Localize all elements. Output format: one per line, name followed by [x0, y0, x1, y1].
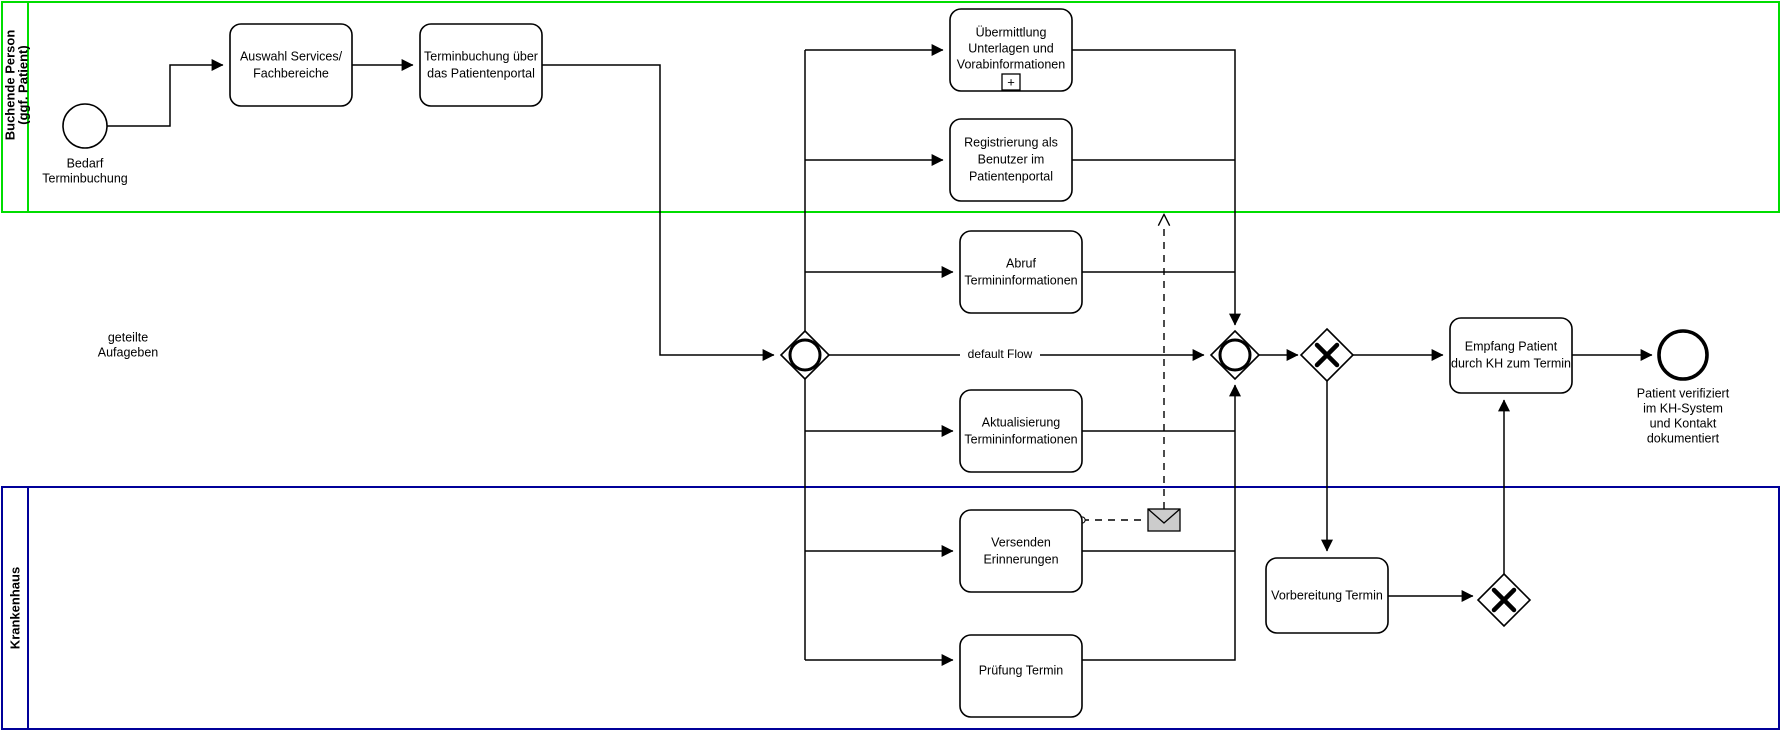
annotation-geteilte-aufgaben: geteilte Aufageben	[98, 330, 159, 359]
gateway-event-based-merge-diamond	[1209, 329, 1261, 381]
task-vorbereitung-termin[interactable]: Vorbereitung Termin	[1265, 557, 1389, 634]
task-terminbuchung-portal[interactable]: Terminbuchung über das Patientenportal	[419, 23, 543, 107]
exclusive-gateway-x-icon	[1314, 342, 1340, 368]
task-pruefung-termin-label: Prüfung Termin	[979, 663, 1064, 677]
task-uebermittlung-unterlagen-label-line2: Unterlagen und	[968, 41, 1054, 55]
task-registrierung-benutzer-label-line2: Benutzer im	[978, 152, 1045, 166]
task-pruefung-termin[interactable]: Prüfung Termin	[959, 634, 1083, 718]
task-vorbereitung-termin-box	[1265, 557, 1389, 634]
task-versenden-erinnerungen-label-line1: Versenden	[991, 535, 1051, 549]
end-patient-verifiziert[interactable]: Patient verifiziert im KH-System und Kon…	[1637, 329, 1730, 445]
gateway-event-based-split-diamond	[779, 329, 831, 381]
lane-krankenhaus-label: Krankenhaus	[7, 567, 22, 649]
lane-buchende-person-label-line1: Buchende Person	[2, 30, 17, 141]
task-pruefung-termin-box	[959, 634, 1083, 718]
annotation-line1: geteilte	[108, 330, 148, 344]
start-event-circle	[62, 103, 108, 149]
flow-label-default-text: default Flow	[968, 347, 1033, 361]
lane-krankenhaus-header	[1, 486, 29, 730]
lane-buchende-person-label-line2: (ggf. Patient)	[15, 45, 30, 124]
task-abruf-termininformationen-box	[959, 230, 1083, 314]
lane-buchende-person-header	[1, 1, 29, 213]
end-event-label-line4: dokumentiert	[1647, 431, 1720, 445]
end-event-label-line3: und Kontakt	[1650, 416, 1717, 430]
task-aktualisierung-termininformationen[interactable]: Aktualisierung Termininformationen	[959, 389, 1083, 473]
task-auswahl-services-label-line2: Fachbereiche	[253, 66, 329, 80]
event-based-gateway-icon	[1218, 338, 1252, 372]
end-event-circle	[1657, 329, 1709, 381]
start-event-label-line2: Terminbuchung	[42, 171, 128, 185]
task-aktualisierung-termininformationen-label-line2: Termininformationen	[964, 432, 1077, 446]
task-aktualisierung-termininformationen-label-line1: Aktualisierung	[982, 415, 1061, 429]
flow-collector-upper[interactable]	[1072, 49, 1241, 326]
gateway-xor-split[interactable]	[1299, 327, 1355, 383]
flow-collector-lower[interactable]	[1082, 384, 1241, 661]
task-vorbereitung-termin-label: Vorbereitung Termin	[1271, 588, 1383, 602]
gateway-event-based-merge[interactable]	[1209, 329, 1261, 381]
message-flow-layer	[1078, 215, 1181, 532]
flow-start-to-auswahl[interactable]	[107, 59, 224, 127]
task-versenden-erinnerungen[interactable]: Versenden Erinnerungen	[959, 509, 1083, 593]
task-empfang-patient-label-line1: Empfang Patient	[1465, 339, 1558, 353]
task-aktualisierung-termininformationen-box	[959, 389, 1083, 473]
task-registrierung-benutzer[interactable]: Registrierung als Benutzer im Patientenp…	[949, 118, 1073, 202]
flow-label-default: default Flow	[960, 347, 1040, 363]
task-abruf-termininformationen[interactable]: Abruf Termininformationen	[959, 230, 1083, 314]
task-auswahl-services-label-line1: Auswahl Services/	[240, 49, 343, 63]
task-empfang-patient[interactable]: Empfang Patient durch KH zum Termin	[1449, 317, 1573, 394]
task-uebermittlung-unterlagen-box	[949, 8, 1073, 92]
task-terminbuchung-portal-label-line2: das Patientenportal	[427, 66, 535, 80]
start-event-label-line1: Bedarf	[67, 156, 104, 170]
task-registrierung-benutzer-box	[949, 118, 1073, 202]
task-terminbuchung-portal-box	[419, 23, 543, 107]
end-event-label-line2: im KH-System	[1643, 401, 1723, 415]
task-abruf-termininformationen-label-line2: Termininformationen	[964, 273, 1077, 287]
task-uebermittlung-unterlagen[interactable]: Übermittlung Unterlagen und Vorabinforma…	[949, 8, 1073, 92]
task-auswahl-services-box	[229, 23, 353, 107]
plus-icon: +	[1007, 74, 1015, 89]
task-empfang-patient-box	[1449, 317, 1573, 394]
gateway-xor-join[interactable]	[1476, 572, 1532, 628]
flow-label-default-bg	[960, 347, 1040, 363]
flow-terminbuchung-to-gateway[interactable]	[542, 64, 775, 361]
task-empfang-patient-label-line2: durch KH zum Termin	[1451, 356, 1571, 370]
task-uebermittlung-unterlagen-label-line3: Vorabinformationen	[957, 57, 1065, 71]
task-terminbuchung-portal-label-line1: Terminbuchung über	[424, 49, 538, 63]
task-versenden-erinnerungen-box	[959, 509, 1083, 593]
lane-buchende-person[interactable]: Buchende Person (ggf. Patient)	[1, 1, 1780, 213]
task-registrierung-benutzer-label-line1: Registrierung als	[964, 135, 1058, 149]
task-registrierung-benutzer-label-line3: Patientenportal	[969, 169, 1053, 183]
envelope-icon-flap	[1147, 508, 1181, 524]
task-versenden-erinnerungen-label-line2: Erinnerungen	[983, 552, 1058, 566]
message-icon-erinnerung[interactable]	[1147, 508, 1181, 532]
start-bedarf-terminbuchung[interactable]: Bedarf Terminbuchung	[42, 103, 128, 185]
task-uebermittlung-unterlagen-label-line1: Übermittlung	[976, 25, 1047, 39]
lane-krankenhaus[interactable]: Krankenhaus	[1, 486, 1780, 730]
end-event-label-line1: Patient verifiziert	[1637, 386, 1730, 400]
exclusive-gateway-x-icon	[1491, 587, 1517, 613]
gateway-event-based-split[interactable]	[779, 329, 831, 381]
task-auswahl-services[interactable]: Auswahl Services/ Fachbereiche	[229, 23, 353, 107]
sequence-flow-layer	[107, 44, 1653, 666]
task-abruf-termininformationen-label-line1: Abruf	[1006, 256, 1036, 270]
subprocess-marker-box	[1001, 73, 1021, 91]
annotation-line2: Aufageben	[98, 345, 159, 359]
envelope-icon-body	[1147, 508, 1181, 532]
event-based-gateway-icon	[788, 338, 822, 372]
